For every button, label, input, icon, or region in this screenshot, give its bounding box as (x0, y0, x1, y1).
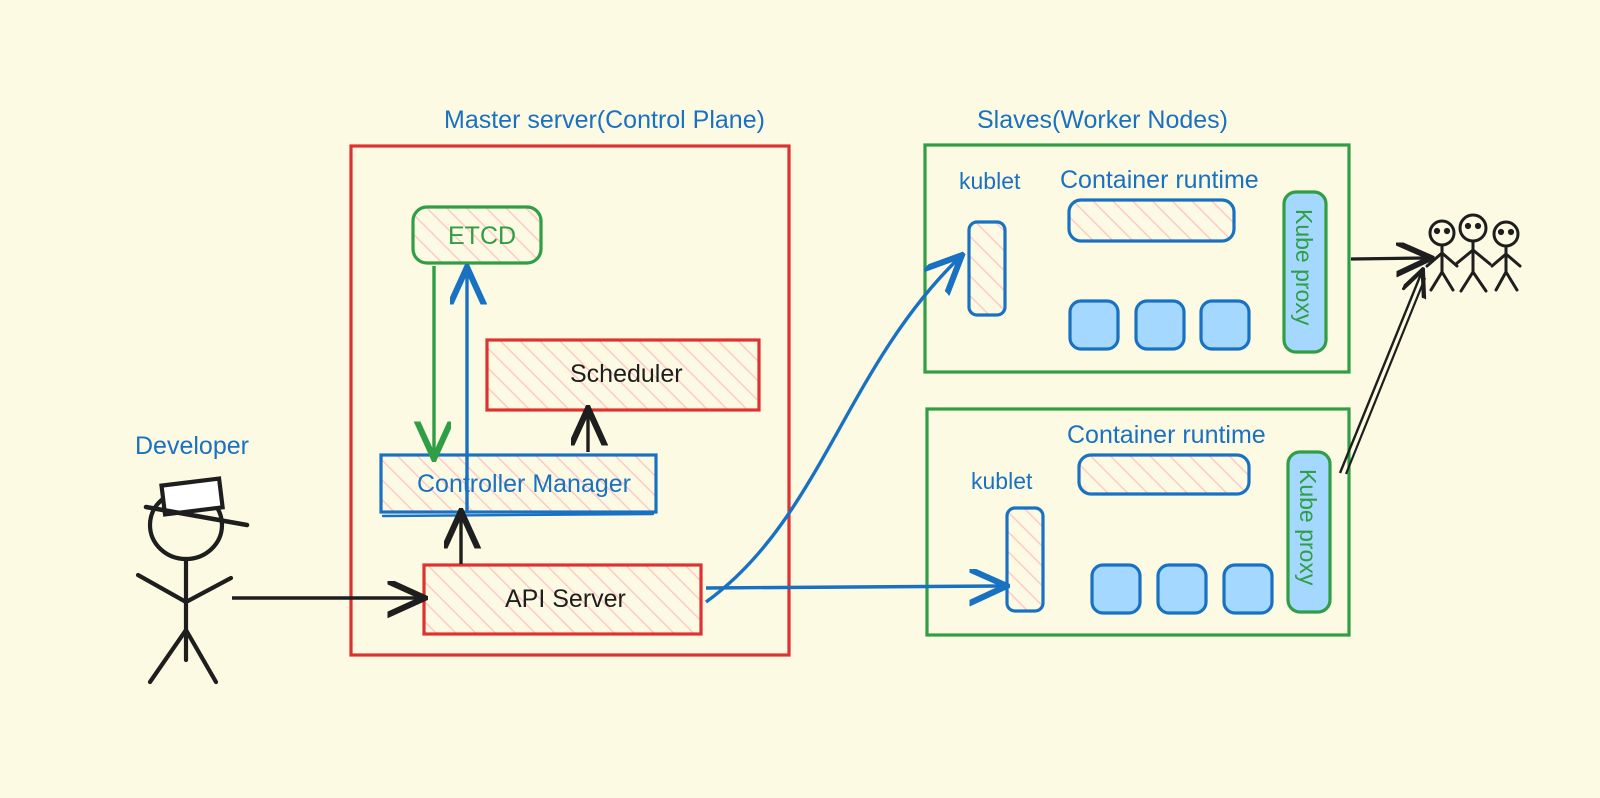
kube-proxy-box-2[interactable] (1286, 450, 1332, 614)
etcd-box[interactable] (411, 205, 543, 265)
pod-2-2[interactable] (1156, 563, 1208, 615)
arrow-api-server-to-kublet-2 (705, 586, 1000, 588)
pod-1-3[interactable] (1199, 299, 1251, 351)
pod-2-1[interactable] (1090, 563, 1142, 615)
developer-stick-figure (135, 476, 250, 685)
arrow-api-server-to-kublet-1 (705, 260, 957, 604)
container-runtime-box-2[interactable] (1077, 453, 1251, 496)
kublet-box-1[interactable] (967, 220, 1007, 317)
pod-2-3[interactable] (1222, 563, 1274, 615)
kube-proxy-box-1[interactable] (1282, 190, 1328, 354)
master-server-container (349, 144, 791, 657)
worker-node-2-container (925, 407, 1351, 637)
pod-1-1[interactable] (1068, 299, 1120, 351)
users-stick-figures (1425, 213, 1522, 293)
arrow-kube-proxy-1-to-users (1350, 258, 1425, 259)
arrow-kube-proxy-2-to-users (1338, 274, 1425, 475)
pod-1-2[interactable] (1134, 299, 1186, 351)
scheduler-box[interactable] (485, 338, 761, 412)
controller-manager-box[interactable] (379, 453, 658, 518)
kublet-box-2[interactable] (1005, 506, 1045, 613)
container-runtime-box-1[interactable] (1067, 198, 1236, 243)
api-server-box[interactable] (422, 563, 703, 636)
